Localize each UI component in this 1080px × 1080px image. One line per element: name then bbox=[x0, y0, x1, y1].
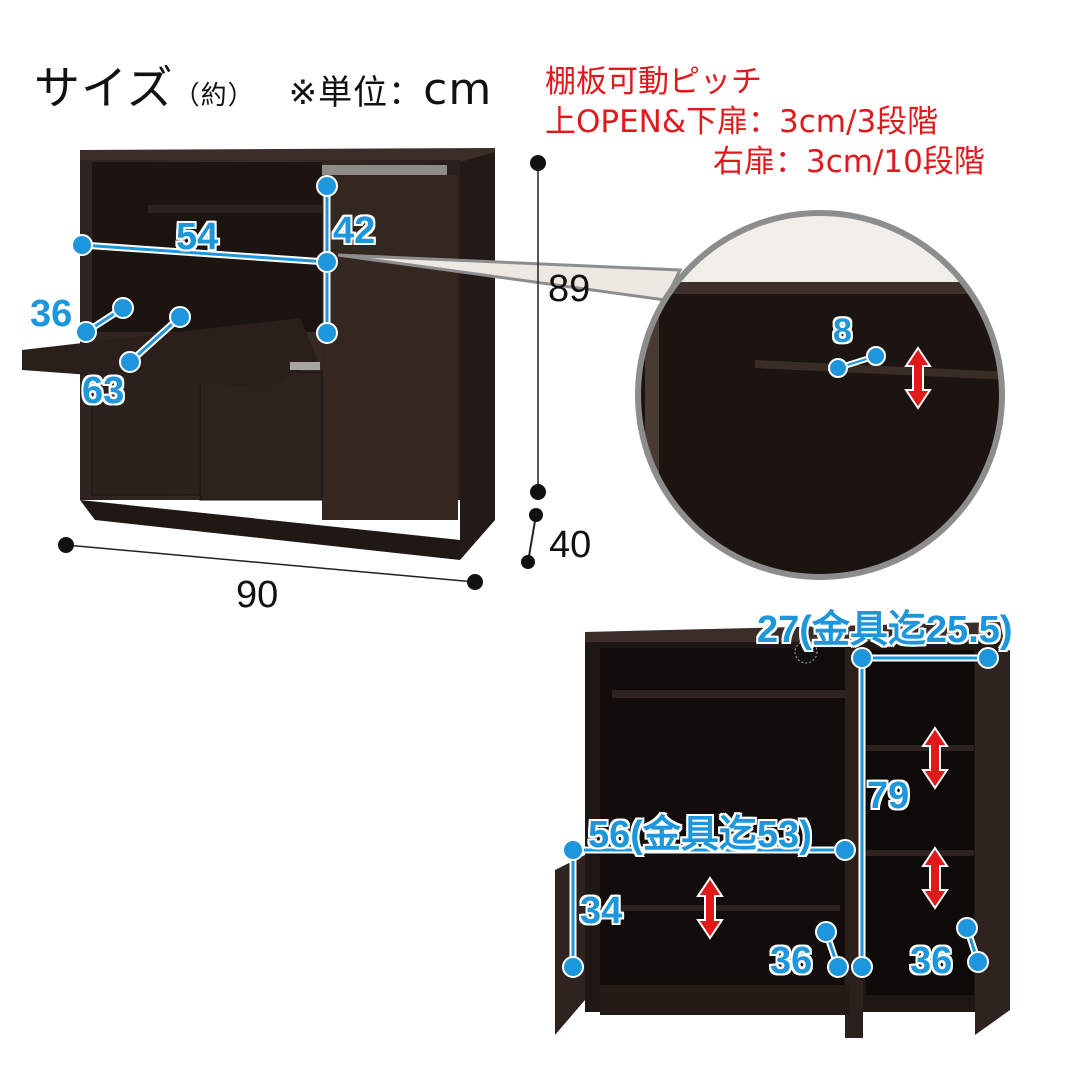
depth-label: 40 bbox=[549, 524, 592, 566]
open-dimension-lines bbox=[562, 647, 999, 978]
approx-label: （約） bbox=[173, 81, 255, 111]
shelf-pitch-line2: 右扉：3cm/10段階 bbox=[713, 144, 985, 180]
shelf-pitch-note: 棚板可動ピッチ上OPEN&下扉：3cm/3段階右扉：3cm/10段階 bbox=[545, 62, 985, 182]
slide-shelf-extended-label: 63 bbox=[82, 370, 125, 412]
title-text: サイズ bbox=[34, 61, 174, 115]
open-height-label: 42 bbox=[333, 210, 376, 252]
main-dimension-lines bbox=[71, 175, 338, 373]
right-depth-label: 36 bbox=[910, 940, 953, 982]
height-label: 89 bbox=[548, 268, 591, 310]
up-down-arrow-icon bbox=[696, 876, 724, 940]
up-down-arrow-icon bbox=[904, 346, 932, 410]
lower-depth-label: 36 bbox=[770, 940, 813, 982]
open-width-label: 54 bbox=[176, 216, 219, 258]
lower-width-label: 56(金具迄53) bbox=[588, 814, 812, 856]
unit-value: cm bbox=[423, 64, 493, 115]
right-height-label: 79 bbox=[867, 775, 910, 817]
size-title: サイズ（約） ※単位：cm bbox=[34, 52, 492, 118]
right-width-label: 27(金具迄25.5) bbox=[757, 609, 1013, 651]
up-down-arrow-icon bbox=[921, 846, 949, 910]
width-label: 90 bbox=[236, 574, 279, 616]
slide-shelf-depth-label: 36 bbox=[30, 293, 73, 335]
up-down-arrow-icon bbox=[921, 726, 949, 790]
overall-dimension-lines bbox=[58, 155, 546, 590]
detail-circle-border bbox=[635, 210, 1005, 580]
lower-height-label: 34 bbox=[580, 890, 623, 932]
shelf-thickness-label: 8 bbox=[833, 312, 852, 350]
shelf-thickness-marker bbox=[828, 346, 886, 378]
shelf-pitch-line1: 上OPEN&下扉：3cm/3段階 bbox=[545, 104, 939, 140]
unit-label: ※単位： bbox=[288, 73, 424, 113]
shelf-pitch-heading: 棚板可動ピッチ bbox=[545, 64, 762, 100]
main-cabinet-illustration bbox=[22, 148, 495, 560]
